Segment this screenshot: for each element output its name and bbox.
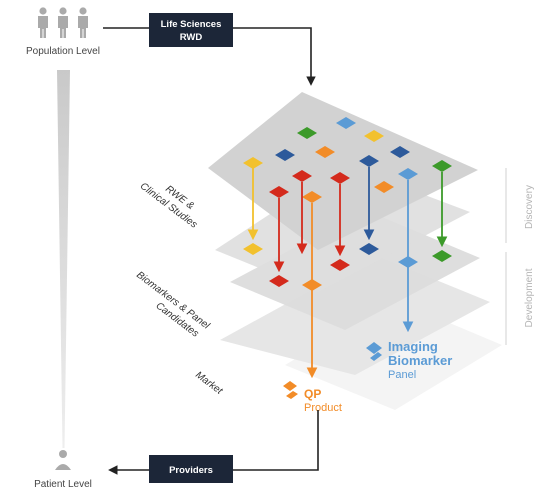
- population-to-patient-funnel: [57, 70, 70, 448]
- providers-box: [149, 455, 233, 483]
- source-box-line1: Life Sciences: [161, 19, 222, 30]
- rwe-layer-label: RWE & Clinical Studies: [138, 181, 199, 231]
- marker-orange: [302, 191, 322, 203]
- marker-red: [269, 186, 289, 198]
- marker-red: [330, 172, 350, 184]
- population-people-icon: [38, 7, 88, 38]
- market-to-providers-line: [233, 410, 319, 471]
- qp-product-icon: [283, 381, 298, 399]
- biomarkers-layer-label: Biomarkers & Panel Candidates: [134, 270, 212, 340]
- market-label: Market: [193, 370, 225, 398]
- imaging-label-line1: Imaging: [388, 339, 438, 354]
- marker-navy: [359, 243, 379, 255]
- marker-orange: [315, 146, 335, 158]
- layer-market: [285, 300, 502, 410]
- imaging-label-line3: Panel: [388, 369, 416, 381]
- patient-person-icon: [55, 450, 71, 470]
- qp-label-line1: QP: [304, 387, 321, 401]
- marker-red: [330, 259, 350, 271]
- qp-product: QP Product: [283, 381, 342, 414]
- phase-brackets: Discovery Development: [505, 168, 535, 345]
- marker-green: [432, 160, 452, 172]
- source-box-line2: RWD: [180, 32, 203, 43]
- marker-navy: [359, 155, 379, 167]
- marker-red: [269, 275, 289, 287]
- population-level-label: Population Level: [26, 46, 100, 57]
- marker-yellow: [243, 157, 263, 169]
- marker-red: [292, 170, 312, 182]
- marker-green: [432, 250, 452, 262]
- discovery-label: Discovery: [524, 185, 535, 229]
- imaging-panel-icon: [366, 342, 382, 361]
- market-layer-label: Market: [193, 370, 225, 398]
- providers-label: Providers: [169, 465, 213, 476]
- top-layer-markers: [243, 117, 452, 203]
- layer-top-data: [208, 92, 478, 250]
- marker-light-blue: [336, 117, 356, 129]
- marker-yellow: [243, 243, 263, 255]
- source-to-layers-arrow: [233, 27, 316, 86]
- marker-green: [297, 127, 317, 139]
- marker-light-blue: [398, 168, 418, 180]
- imaging-label-line2: Biomarker: [388, 353, 452, 368]
- development-label: Development: [524, 268, 535, 327]
- marker-navy: [390, 146, 410, 158]
- life-sciences-rwd-box: [149, 13, 233, 47]
- patient-level-label: Patient Level: [34, 479, 92, 490]
- qp-label-line2: Product: [304, 402, 342, 414]
- marker-yellow: [364, 130, 384, 142]
- imaging-biomarker-panel: Imaging Biomarker Panel: [366, 339, 452, 381]
- flow-arrows: [247, 167, 448, 379]
- marker-orange: [374, 181, 394, 193]
- marker-navy: [275, 149, 295, 161]
